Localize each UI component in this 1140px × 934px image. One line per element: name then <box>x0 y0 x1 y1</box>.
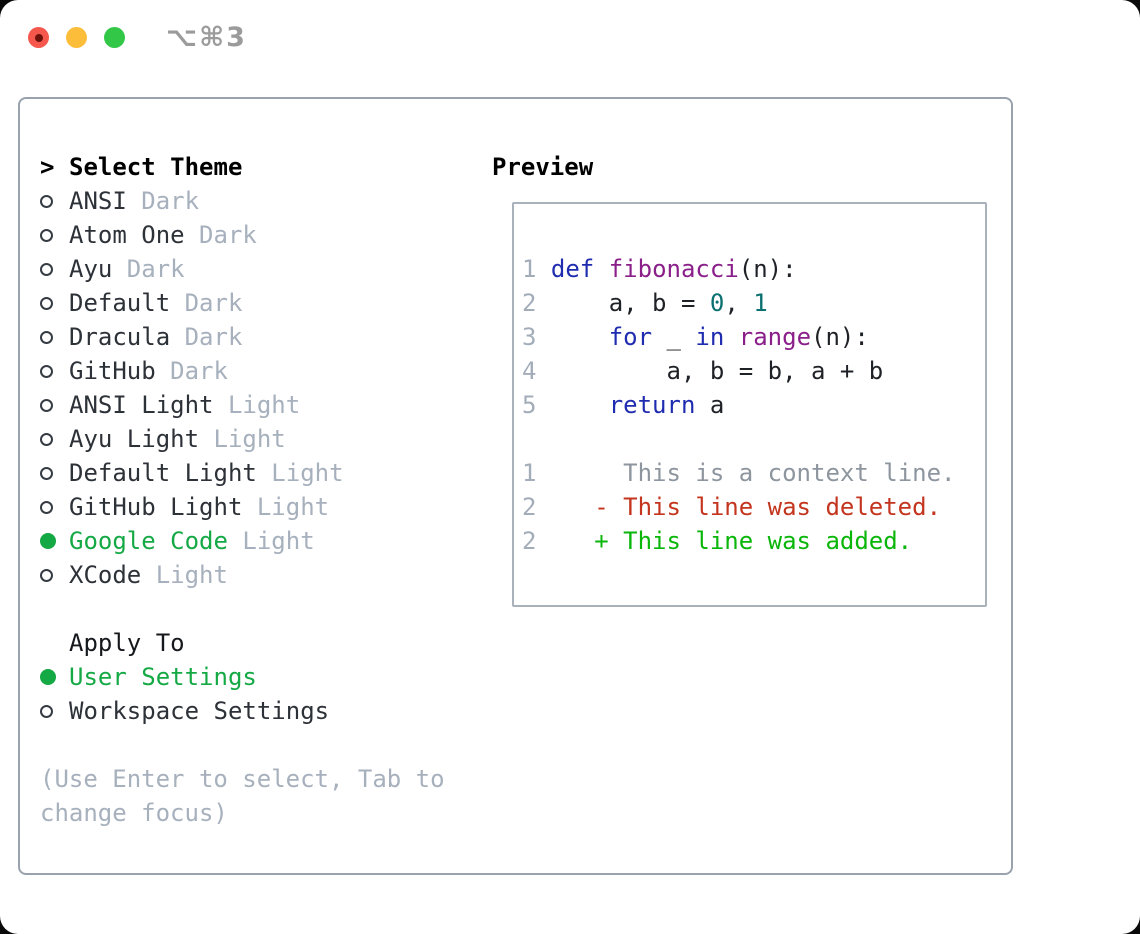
item-label: Dracula <box>69 323 171 351</box>
radio-unselected-icon <box>40 228 53 242</box>
theme-item-google-code[interactable]: Google Code Light <box>40 524 480 558</box>
window-shortcut-label: ⌥⌘3 <box>166 22 247 53</box>
apply-option-workspace-settings[interactable]: Workspace Settings <box>40 694 480 728</box>
item-label: Ayu Light <box>69 425 200 453</box>
item-variant-tag: Dark <box>112 255 185 283</box>
item-label: Ayu <box>69 255 113 283</box>
preview-line: 1 This is a context line. <box>522 459 956 487</box>
theme-item-ayu[interactable]: Ayu Dark <box>40 252 480 286</box>
preview-line <box>522 422 977 456</box>
item-label: XCode <box>69 561 142 589</box>
radio-unselected-icon <box>40 364 53 378</box>
theme-item-ayu-light[interactable]: Ayu Light Light <box>40 422 480 456</box>
item-label: Workspace Settings <box>69 697 330 725</box>
radio-unselected-icon <box>40 194 53 208</box>
item-label: GitHub Light <box>69 493 243 521</box>
minimize-button[interactable] <box>66 27 87 48</box>
radio-unselected-icon <box>40 262 53 276</box>
radio-unselected-icon <box>40 398 53 412</box>
select-theme-header: > Select Theme <box>40 150 480 184</box>
item-variant-tag: Dark <box>170 289 243 317</box>
radio-unselected-icon <box>40 432 53 446</box>
item-label: ANSI <box>69 187 127 215</box>
item-variant-tag: Dark <box>184 221 257 249</box>
radio-unselected-icon <box>40 466 53 480</box>
item-label: User Settings <box>69 663 257 691</box>
apply-option-user-settings[interactable]: User Settings <box>40 660 480 694</box>
item-variant-tag: Dark <box>126 187 200 215</box>
preview-line: 3 for _ in range(n): <box>522 323 869 351</box>
item-label: ANSI Light <box>69 391 214 419</box>
cursor-prompt-icon: > <box>40 153 55 181</box>
preview-line: 1 def fibonacci(n): <box>522 255 797 283</box>
item-label: Atom One <box>69 221 185 249</box>
theme-item-ansi[interactable]: ANSI Dark <box>40 184 480 218</box>
theme-item-default[interactable]: Default Dark <box>40 286 480 320</box>
theme-item-dracula[interactable]: Dracula Dark <box>40 320 480 354</box>
theme-item-github-light[interactable]: GitHub Light Light <box>40 490 480 524</box>
preview-line: 5 return a <box>522 391 725 419</box>
titlebar: ⌥⌘3 <box>0 0 1140 97</box>
preview-box: 1 def fibonacci(n): 2 a, b = 0, 1 3 for _ … <box>512 202 987 607</box>
item-variant-tag: Dark <box>155 357 228 385</box>
theme-item-default-light[interactable]: Default Light Light <box>40 456 480 490</box>
radio-unselected-icon <box>40 704 53 718</box>
radio-unselected-icon <box>40 500 53 514</box>
preview-title: Preview <box>492 153 594 181</box>
close-button[interactable] <box>28 27 49 48</box>
item-label: Default <box>69 289 171 317</box>
radio-unselected-icon <box>40 296 53 310</box>
preview-line: 2 + This line was added. <box>522 527 913 555</box>
radio-selected-icon <box>40 533 56 549</box>
item-variant-tag: Light <box>227 527 315 555</box>
theme-item-ansi-light[interactable]: ANSI Light Light <box>40 388 480 422</box>
select-theme-title: Select Theme <box>69 153 243 181</box>
help-line: (Use Enter to select, Tab to <box>40 765 445 793</box>
radio-unselected-icon <box>40 330 53 344</box>
preview-line: 4 a, b = b, a + b <box>522 357 884 385</box>
item-variant-tag: Light <box>242 493 330 521</box>
item-label: Default Light <box>69 459 257 487</box>
help-text: (Use Enter to select, Tab to change focus… <box>40 762 480 830</box>
theme-item-xcode[interactable]: XCode Light <box>40 558 480 592</box>
item-variant-tag: Light <box>199 425 286 453</box>
item-label: Google Code <box>69 527 228 555</box>
item-variant-tag: Light <box>213 391 301 419</box>
radio-unselected-icon <box>40 568 53 582</box>
radio-selected-icon <box>40 669 56 685</box>
zoom-button[interactable] <box>104 27 125 48</box>
theme-item-github[interactable]: GitHub Dark <box>40 354 480 388</box>
preview-line: 2 - This line was deleted. <box>522 493 942 521</box>
item-label: GitHub <box>69 357 156 385</box>
help-line: change focus) <box>40 799 228 827</box>
item-variant-tag: Dark <box>170 323 243 351</box>
theme-item-atom-one[interactable]: Atom One Dark <box>40 218 480 252</box>
apply-to-header: Apply To <box>40 626 480 660</box>
item-variant-tag: Light <box>256 459 344 487</box>
preview-line: 2 a, b = 0, 1 <box>522 289 768 317</box>
item-variant-tag: Light <box>141 561 228 589</box>
apply-to-title: Apply To <box>69 629 185 657</box>
